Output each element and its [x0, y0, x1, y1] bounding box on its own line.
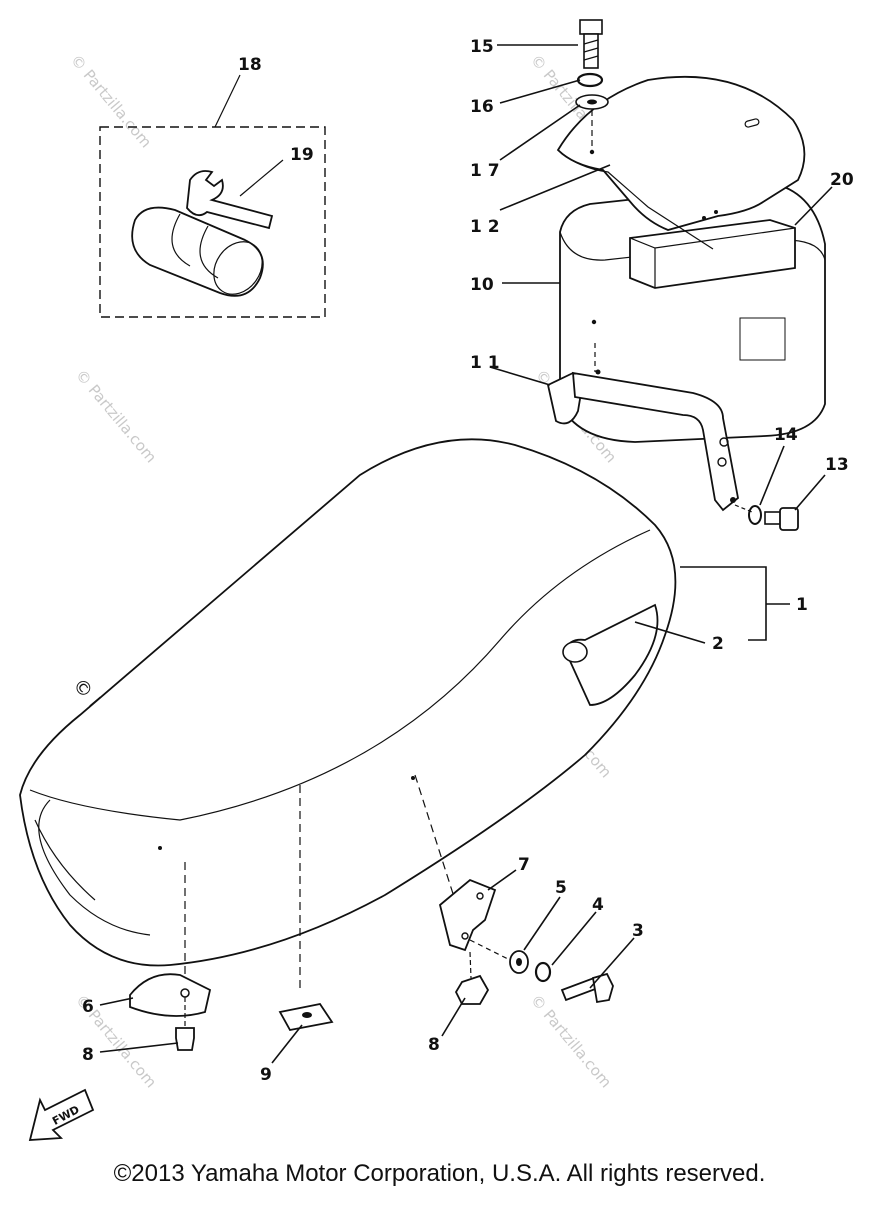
- callout-16: 16: [470, 97, 494, 117]
- callout-1: 1: [796, 595, 808, 615]
- watermark: © Partzilla.com: [72, 366, 160, 466]
- callout-2: 2: [712, 634, 724, 654]
- leader-lines: [99, 44, 833, 1064]
- callout-7: 7: [518, 855, 530, 875]
- callout-4: 4: [592, 895, 604, 915]
- callout-19: 19: [290, 145, 314, 165]
- bracket-7: [438, 878, 614, 1005]
- callout-14: 14: [774, 425, 798, 445]
- callout-13: 13: [825, 455, 849, 475]
- callout-11: 1 1: [470, 353, 500, 373]
- copyright-notice: ©2013 Yamaha Motor Corporation, U.S.A. A…: [113, 1160, 766, 1187]
- callout-6: 6: [82, 997, 94, 1017]
- fwd-arrow-icon: FWD: [28, 1088, 95, 1141]
- bolt-15: [575, 19, 609, 150]
- callout-8-right: 8: [428, 1035, 440, 1055]
- watermark: © Partzilla.com: [527, 991, 615, 1091]
- callouts: 15 16 1 7 1 2 10 1 1 20 18 19 14 13 1 2 …: [82, 37, 854, 1085]
- callout-15: 15: [470, 37, 494, 57]
- nut-9: [278, 1002, 334, 1032]
- bracket-11: [546, 343, 739, 512]
- callout-10: 10: [470, 275, 494, 295]
- tool-kit-group: [99, 74, 326, 318]
- cover-assembly: [556, 75, 826, 443]
- callout-17: 1 7: [470, 161, 500, 181]
- callout-20: 20: [830, 170, 854, 190]
- callout-18: 18: [238, 55, 262, 75]
- mounting-lines: [184, 774, 511, 990]
- bolt-13: [734, 504, 799, 531]
- callout-5: 5: [555, 878, 567, 898]
- callout-3: 3: [632, 921, 644, 941]
- callout-8-left: 8: [82, 1045, 94, 1065]
- callout-9: 9: [260, 1065, 272, 1085]
- watermark: © Partzilla.com: [67, 51, 155, 151]
- bracket-6: [129, 973, 212, 1051]
- callout-12: 1 2: [470, 217, 500, 237]
- seat: [19, 438, 677, 967]
